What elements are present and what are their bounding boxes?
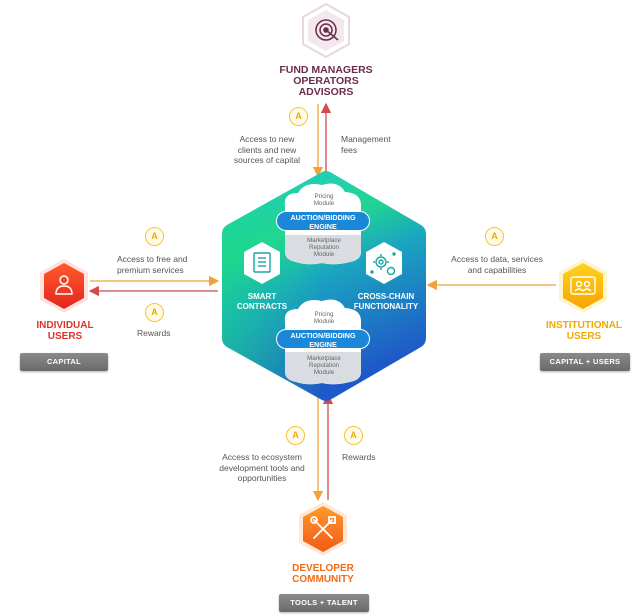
- top-module-cloud-shade: [285, 235, 361, 265]
- document-icon: [253, 252, 271, 273]
- target-icon: [315, 19, 339, 41]
- bottom-rewards-text: Rewards: [342, 452, 376, 462]
- developer-community-label: DEVELOPER COMMUNITY: [292, 563, 354, 585]
- institutional-users-hex: [559, 259, 607, 313]
- developer-community-tag: TOOLS + TALENT: [279, 594, 369, 612]
- bottom-module-cloud-shade: [285, 352, 361, 385]
- token-coin-icon: A: [145, 227, 164, 246]
- gears-icon: [370, 252, 396, 276]
- tools-icon: [310, 516, 336, 539]
- token-coin-icon: A: [485, 227, 504, 246]
- token-coin-icon: A: [289, 107, 308, 126]
- institutional-users-label: INSTITUTIONAL USERS: [545, 320, 623, 342]
- smart-contracts-hex: [244, 242, 280, 284]
- token-coin-icon: A: [344, 426, 363, 445]
- id-card-icon: [570, 276, 596, 295]
- token-coin-icon: A: [286, 426, 305, 445]
- user-icon: [55, 275, 73, 295]
- token-coin-icon: A: [145, 303, 164, 322]
- left-rewards-text: Rewards: [137, 328, 171, 338]
- institutional-users-tag: CAPITAL + USERS: [540, 353, 630, 371]
- fund-managers-label: FUND MANAGERS OPERATORS ADVISORS: [279, 64, 373, 98]
- individual-users-label: INDIVIDUAL USERS: [36, 320, 94, 342]
- individual-users-tag: CAPITAL: [20, 353, 108, 371]
